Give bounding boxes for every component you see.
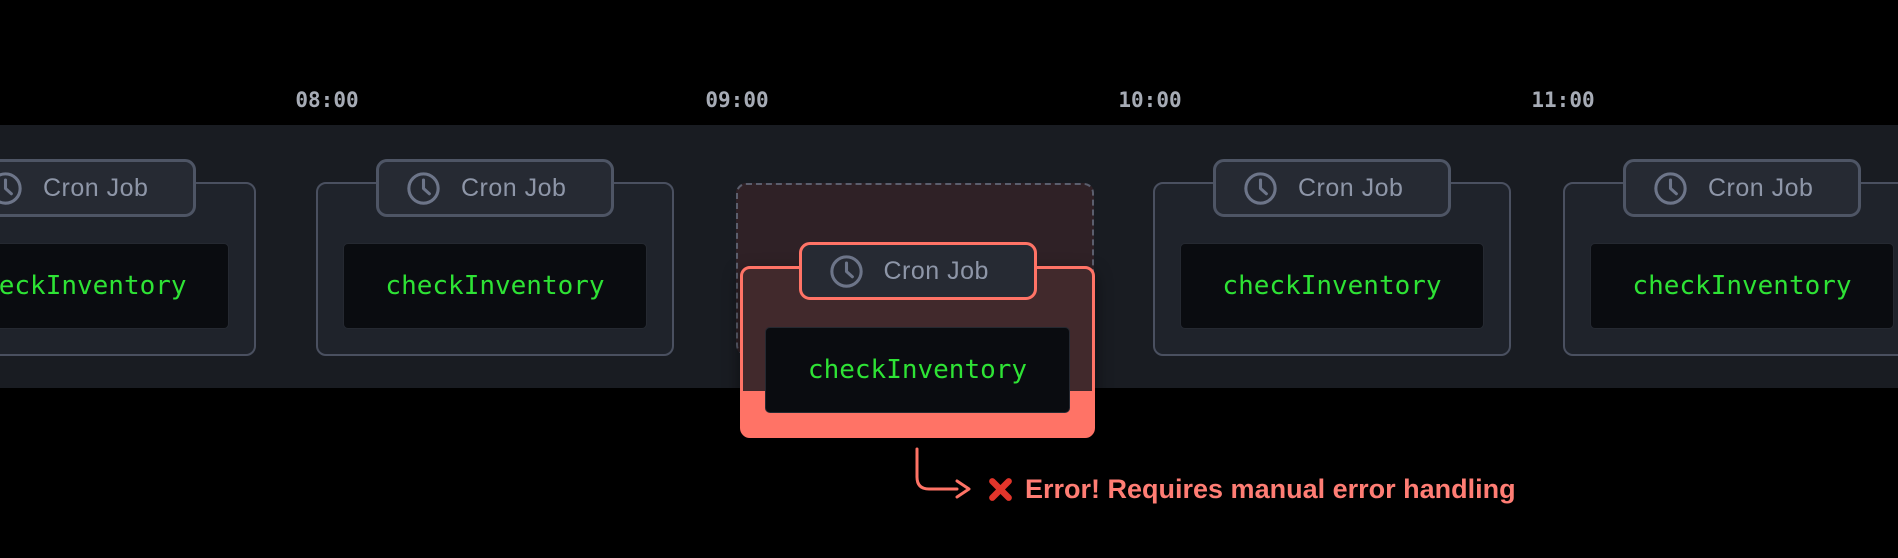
job-name-box: checkInventory xyxy=(765,327,1070,413)
time-label-0900: 09:00 xyxy=(705,88,769,112)
clock-icon xyxy=(1244,171,1277,205)
badge-label: Cron Job xyxy=(1708,173,1814,202)
job-name: checkInventory xyxy=(385,271,605,301)
badge-label: Cron Job xyxy=(883,256,989,285)
cron-job-badge-error: Cron Job xyxy=(798,242,1037,300)
cron-job-card: Cron Job checkInventory xyxy=(0,159,256,356)
job-name-box: checkInventory xyxy=(343,243,647,329)
error-annotation: Error! Requires manual error handling xyxy=(986,472,1516,506)
badge-label: Cron Job xyxy=(43,173,149,202)
job-name: checkInventory xyxy=(1632,271,1852,301)
job-name: checkInventory xyxy=(0,271,187,301)
cron-job-badge: Cron Job xyxy=(1623,159,1861,217)
time-label-0800: 08:00 xyxy=(295,88,359,112)
job-name: checkInventory xyxy=(807,355,1028,385)
badge-label: Cron Job xyxy=(461,173,567,202)
badge-label: Cron Job xyxy=(1298,173,1404,202)
clock-icon xyxy=(1654,171,1687,205)
cron-job-badge: Cron Job xyxy=(0,159,196,217)
job-name-box: checkInventory xyxy=(1180,243,1484,329)
time-label-1100: 11:00 xyxy=(1531,88,1595,112)
clock-icon xyxy=(829,254,863,288)
cron-job-card: Cron Job checkInventory xyxy=(316,159,674,356)
job-name: checkInventory xyxy=(1222,271,1442,301)
job-name-box: checkInventory xyxy=(0,243,229,329)
clock-icon xyxy=(407,171,440,205)
cron-job-badge: Cron Job xyxy=(376,159,614,217)
cron-job-badge: Cron Job xyxy=(1213,159,1451,217)
time-label-1000: 10:00 xyxy=(1118,88,1182,112)
cron-job-card-error: Cron Job checkInventory xyxy=(740,242,1095,438)
error-message-text: Error! Requires manual error handling xyxy=(1025,473,1516,504)
clock-icon xyxy=(0,171,22,205)
cron-job-card: Cron Job checkInventory xyxy=(1153,159,1511,356)
cron-job-card: Cron Job checkInventory xyxy=(1563,159,1898,356)
cross-mark-icon xyxy=(989,477,1012,501)
job-name-box: checkInventory xyxy=(1590,243,1894,329)
